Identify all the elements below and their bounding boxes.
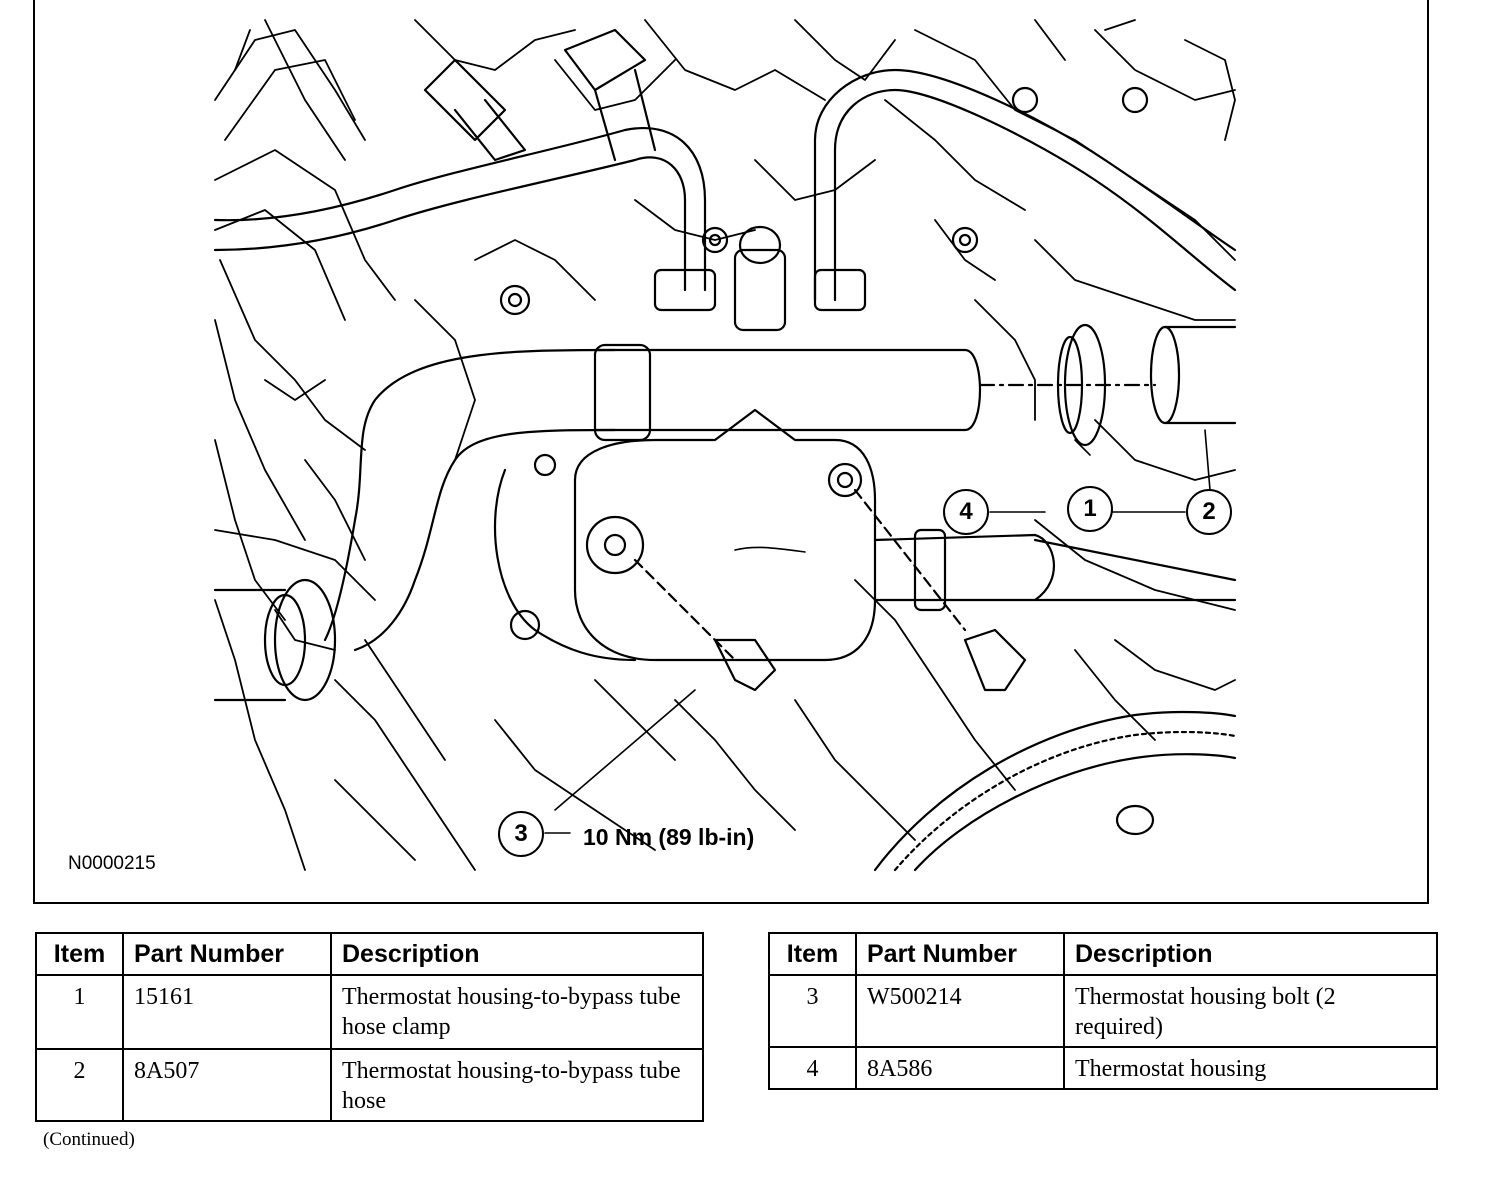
top-fittings (499, 86, 1149, 332)
parts-table-left: Item Part Number Description 1 15161 The… (35, 932, 704, 1122)
flywheel (873, 710, 1237, 872)
column-header-description: Description (1063, 932, 1438, 976)
upper-right-hose (813, 68, 1237, 302)
column-header-description: Description (330, 932, 704, 976)
left-bypass-hose (213, 348, 617, 702)
part-number-cell: 15161 (122, 974, 332, 1050)
table-row: 1 15161 Thermostat housing-to-bypass tub… (35, 974, 704, 1050)
engine-line-drawing (213, 19, 1237, 872)
table-header-row: Item Part Number Description (35, 932, 704, 976)
callout-leaders (544, 429, 1211, 834)
part-number-cell: 8A507 (122, 1048, 332, 1122)
table-row: 3 W500214 Thermostat housing bolt (2 req… (768, 974, 1438, 1048)
description-cell: Thermostat housing bolt (2 required) (1063, 974, 1438, 1048)
table-row: 4 8A586 Thermostat housing (768, 1046, 1438, 1090)
column-header-part-number: Part Number (122, 932, 332, 976)
item-cell: 1 (35, 974, 124, 1050)
upper-connector (423, 28, 657, 162)
description-cell: Thermostat housing-to-bypass tube hose (330, 1048, 704, 1122)
column-header-item: Item (768, 932, 857, 976)
callout-3: 3 (498, 811, 544, 857)
column-header-part-number: Part Number (855, 932, 1065, 976)
part-number-cell: 8A586 (855, 1046, 1065, 1090)
upper-hose (213, 127, 707, 292)
column-header-item: Item (35, 932, 124, 976)
item-cell: 2 (35, 1048, 124, 1122)
callout-2: 2 (1186, 489, 1232, 535)
engine-diagram-frame: 4 1 2 3 10 Nm (89 lb-in) N0000215 (33, 0, 1429, 904)
description-cell: Thermostat housing-to-bypass tube hose c… (330, 974, 704, 1050)
parts-table-right: Item Part Number Description 3 W500214 T… (768, 932, 1438, 1090)
outlet-hose (873, 528, 1237, 612)
thermostat-housing-body (493, 408, 1027, 692)
part-number-cell: W500214 (855, 974, 1065, 1048)
callout-4: 4 (943, 489, 989, 535)
torque-spec-label: 10 Nm (89 lb-in) (583, 824, 755, 850)
table-header-row: Item Part Number Description (768, 932, 1438, 976)
continued-note: (Continued) (43, 1129, 135, 1150)
bypass-tube (593, 323, 1237, 447)
item-cell: 4 (768, 1046, 857, 1090)
table-row: 2 8A507 Thermostat housing-to-bypass tub… (35, 1048, 704, 1122)
description-cell: Thermostat housing (1063, 1046, 1438, 1090)
item-cell: 3 (768, 974, 857, 1048)
callout-1: 1 (1067, 486, 1113, 532)
figure-id-label: N0000215 (68, 853, 156, 874)
